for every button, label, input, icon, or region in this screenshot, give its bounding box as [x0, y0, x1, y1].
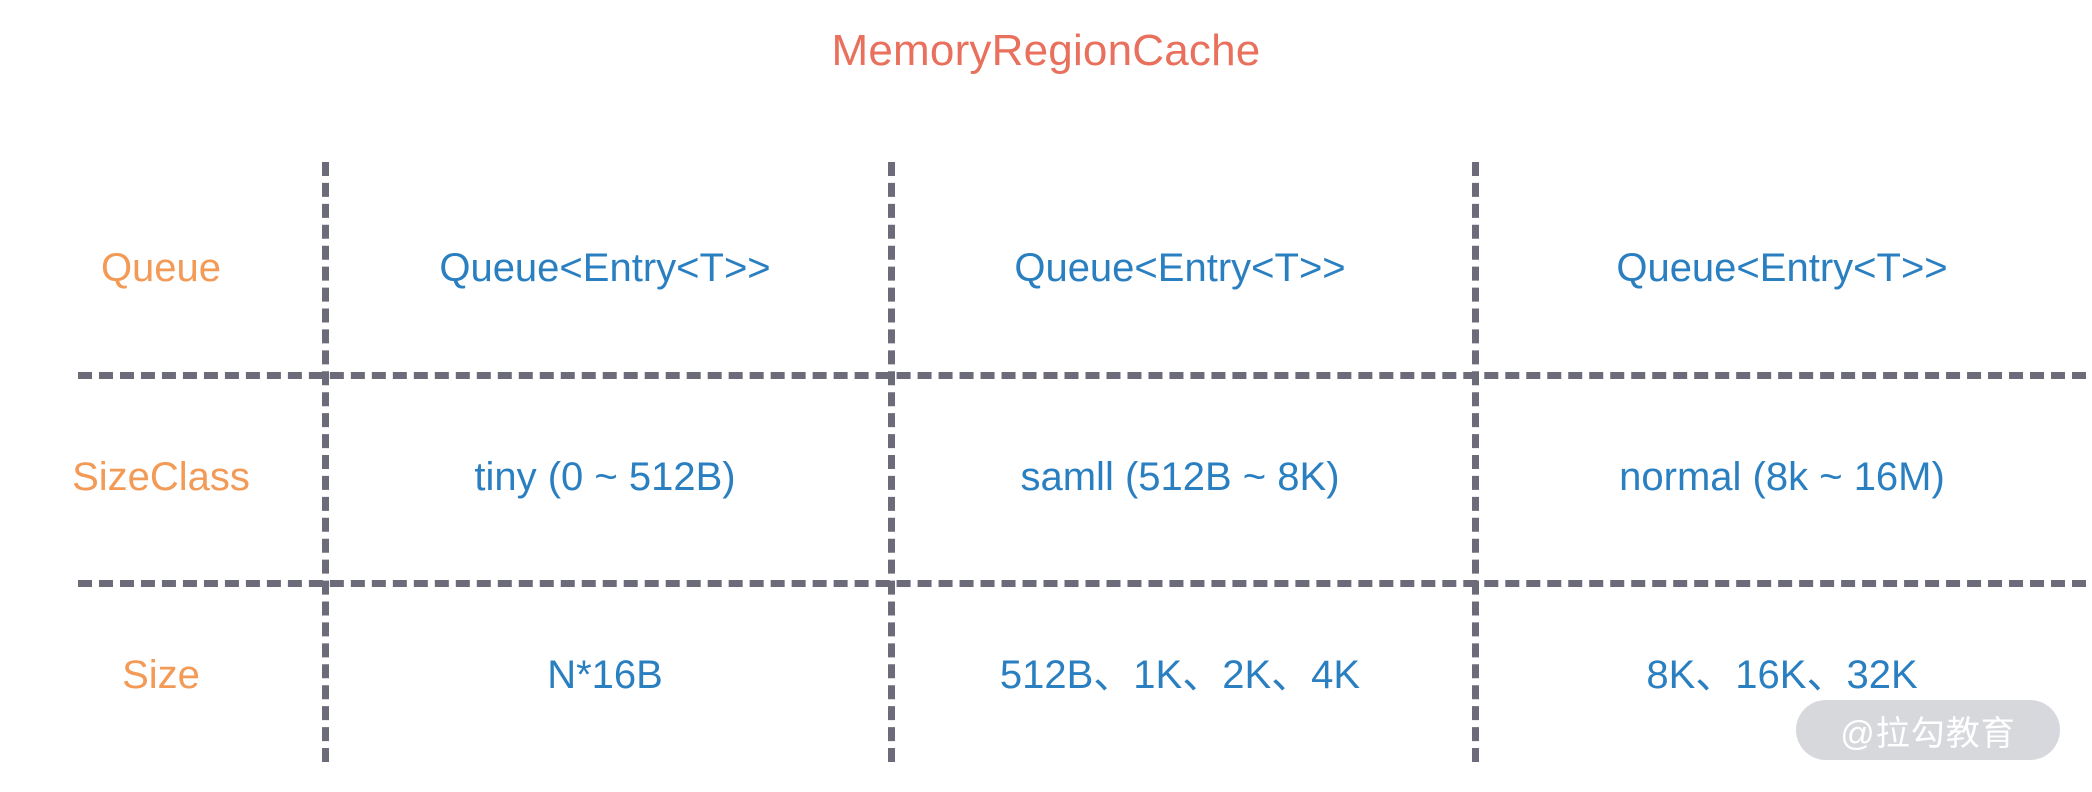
table-cell-queue-normal: Queue<Entry<T>>: [1616, 246, 1948, 290]
row-label-sizeclass: SizeClass: [72, 455, 250, 499]
row-label-queue: Queue: [100, 246, 222, 290]
row-label-size: Size: [122, 653, 200, 697]
table-cell-queue-tiny: Queue<Entry<T>>: [439, 246, 771, 290]
table-cell-size-normal: 8K、16K、32K: [1646, 653, 1918, 697]
table-cell-sizeclass-tiny: tiny (0 ~ 512B): [474, 455, 736, 499]
table-cell-sizeclass-small: samll (512B ~ 8K): [1020, 455, 1340, 499]
row-divider-2: [78, 580, 2086, 587]
table-cell-queue-small: Queue<Entry<T>>: [1014, 246, 1346, 290]
table-cell-size-tiny: N*16B: [547, 653, 663, 697]
column-divider-2: [888, 162, 895, 762]
table-cell-size-small: 512B、1K、2K、4K: [999, 653, 1361, 697]
row-divider-1: [78, 372, 2086, 379]
table-cell-sizeclass-normal: normal (8k ~ 16M): [1619, 455, 1945, 499]
column-divider-3: [1472, 162, 1479, 762]
column-divider-1: [322, 162, 329, 762]
watermark: @拉勾教育: [1796, 700, 2060, 760]
page-title: MemoryRegionCache: [831, 26, 1261, 75]
